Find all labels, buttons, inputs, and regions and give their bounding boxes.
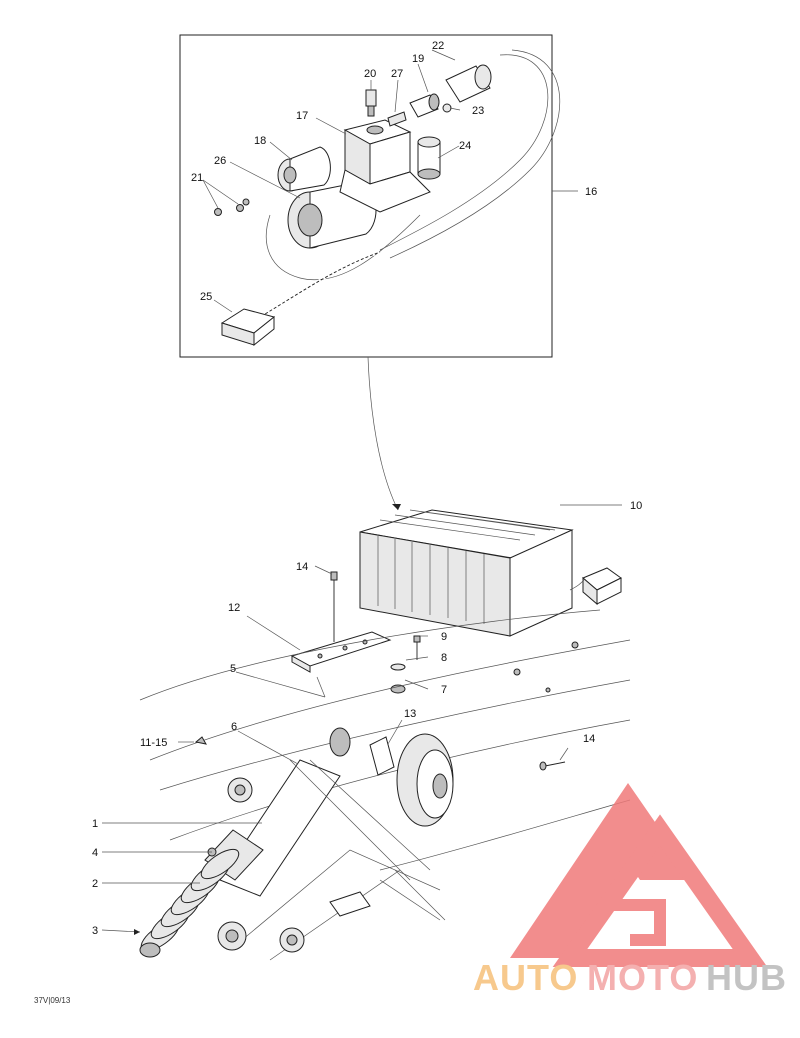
figure-code: 37V|09/13	[34, 996, 71, 1005]
callout-12: 12	[228, 602, 240, 614]
watermark-logo: AUTO MOTO HUB	[473, 783, 787, 998]
left-leaders	[101, 730, 299, 935]
callout-20: 20	[364, 68, 376, 80]
callout-5: 5	[230, 663, 236, 675]
watermark-word-moto: MOTO	[587, 957, 698, 998]
shock-absorber	[139, 727, 351, 958]
callout-24: 24	[459, 140, 471, 152]
washer-23	[442, 103, 452, 113]
pulley-13	[369, 719, 454, 827]
callout-7: 7	[441, 684, 447, 696]
callout-26: 26	[214, 155, 226, 167]
watermark-word-auto: AUTO	[473, 957, 578, 998]
callout-9: 9	[441, 631, 447, 643]
screws-21	[214, 198, 250, 216]
callout-19: 19	[412, 53, 424, 65]
callout-6: 6	[231, 721, 237, 733]
callout-14-top: 14	[296, 561, 308, 573]
sensor-20	[365, 89, 377, 117]
clip-11-15	[194, 736, 207, 745]
part-22	[445, 64, 492, 103]
hardware-stack	[314, 565, 429, 694]
bracket-12	[246, 615, 392, 673]
callout-21: 21	[191, 172, 203, 184]
detail-inset	[179, 34, 578, 511]
fitting-27	[387, 111, 407, 127]
callout-22: 22	[432, 40, 444, 52]
callout-11-15: 11-15	[140, 737, 167, 749]
callout-2: 2	[92, 878, 98, 890]
callout-13: 13	[404, 708, 416, 720]
solenoid-19	[409, 93, 440, 118]
triangle-logo-icon	[510, 783, 768, 967]
callout-8: 8	[441, 652, 447, 664]
callout-4: 4	[92, 847, 98, 859]
callout-1: 1	[92, 818, 98, 830]
harness-corrugated	[254, 250, 381, 322]
control-module-10	[359, 504, 622, 637]
callout-labels: 22 20 27 19 17 23 18 24 26 21 16 25 10 1…	[34, 40, 642, 1005]
filter-24	[417, 136, 441, 180]
valve-body-17	[339, 119, 431, 213]
callout-27: 27	[391, 68, 403, 80]
callout-14-right: 14	[583, 733, 595, 745]
spring-2	[140, 848, 240, 952]
callout-10: 10	[630, 500, 642, 512]
callout-18: 18	[254, 135, 266, 147]
motor-18	[277, 146, 331, 192]
bolt-14-right	[539, 747, 569, 771]
callout-3: 3	[92, 925, 98, 937]
watermark-word-hub: HUB	[706, 957, 787, 998]
callout-25: 25	[200, 291, 212, 303]
connector-25	[220, 308, 276, 347]
rear-suspension	[217, 759, 446, 961]
callout-17: 17	[296, 110, 308, 122]
callout-16: 16	[585, 186, 597, 198]
callout-23: 23	[472, 105, 484, 117]
